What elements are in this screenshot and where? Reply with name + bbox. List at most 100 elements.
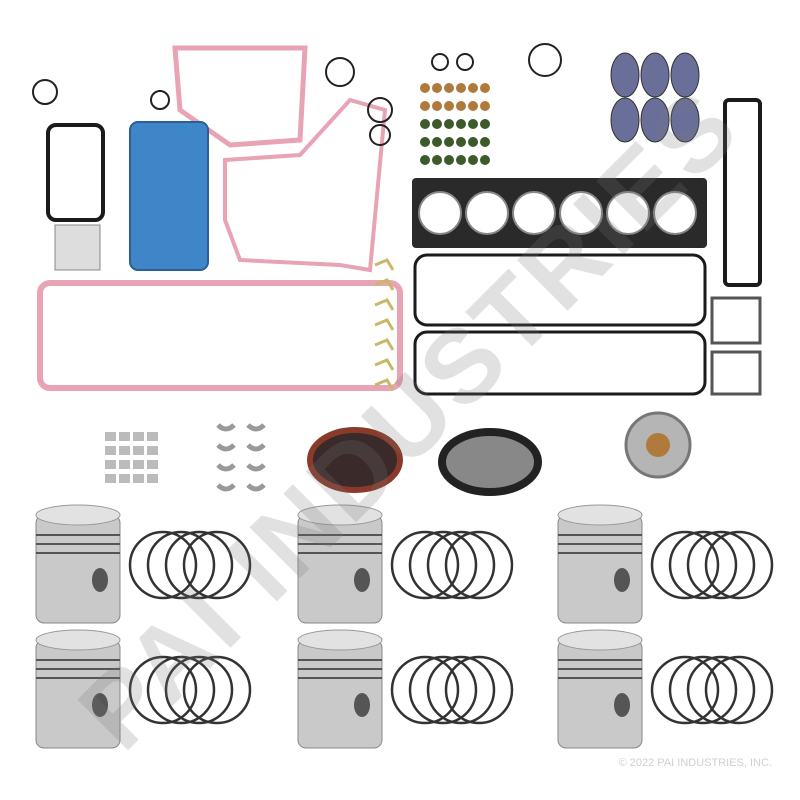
cylinder-bore xyxy=(465,191,509,235)
main-bearing xyxy=(216,443,236,452)
piston-ring xyxy=(164,530,234,600)
o-ring xyxy=(367,97,393,123)
piston-ring xyxy=(650,530,720,600)
piston-ring xyxy=(426,530,496,600)
piston-ring xyxy=(390,655,460,725)
valve-stem-seal xyxy=(444,155,454,165)
valve-stem-seal xyxy=(468,155,478,165)
cylinder-bore xyxy=(418,191,462,235)
bearing-shell xyxy=(105,474,116,483)
wrist-pin-bore xyxy=(354,568,370,592)
valve-stem-seal xyxy=(420,83,430,93)
valve-stem-seal xyxy=(480,83,490,93)
main-bearing xyxy=(216,483,236,492)
piston-crown xyxy=(35,504,121,526)
rocker-clip xyxy=(374,338,395,351)
piston-ring xyxy=(408,530,478,600)
valve-stem-seal xyxy=(444,101,454,111)
valve-stem-seal xyxy=(456,155,466,165)
thermostat-valve xyxy=(646,433,670,457)
valve-stem-seal xyxy=(480,119,490,129)
piston xyxy=(557,639,643,749)
bearing-shell xyxy=(119,460,130,469)
valve-stem-seal xyxy=(468,119,478,129)
bearing-shell xyxy=(133,460,144,469)
oil-cooler-gasket-blue xyxy=(129,121,209,271)
valve-stem-seal xyxy=(456,137,466,147)
valve-stem-seal xyxy=(480,101,490,111)
piston-ring xyxy=(668,530,738,600)
piston-ring xyxy=(668,655,738,725)
valve-stem-seal xyxy=(456,119,466,129)
o-ring xyxy=(150,90,170,110)
main-bearing xyxy=(246,483,266,492)
piston-ring xyxy=(128,530,198,600)
square-gasket-1 xyxy=(710,296,762,345)
bearing-shell xyxy=(119,432,130,441)
piston-ring xyxy=(426,655,496,725)
valve-stem-seal xyxy=(456,101,466,111)
bearing-shell xyxy=(147,474,158,483)
valve-stem-seal xyxy=(420,137,430,147)
main-bearing xyxy=(216,463,236,472)
valve-cover-gasket-2 xyxy=(413,330,707,396)
cylinder-bore xyxy=(512,191,556,235)
o-ring xyxy=(528,43,562,77)
piston xyxy=(35,514,121,624)
piston-ring xyxy=(686,530,756,600)
bearing-shell xyxy=(147,460,158,469)
oil-cooler-plate xyxy=(54,224,101,271)
rear-cover-gasket xyxy=(172,45,308,148)
main-bearing xyxy=(246,463,266,472)
piston-ring xyxy=(182,530,252,600)
exhaust-gasket xyxy=(610,97,640,143)
piston-ring xyxy=(128,655,198,725)
cylinder-bore xyxy=(559,191,603,235)
valve-stem-seal xyxy=(420,155,430,165)
o-ring xyxy=(32,79,58,105)
piston-ring xyxy=(686,655,756,725)
valve-stem-seal xyxy=(420,101,430,111)
valve-stem-seal xyxy=(456,83,466,93)
piston-crown xyxy=(557,504,643,526)
piston-ring xyxy=(444,530,514,600)
intake-gasket xyxy=(723,98,762,287)
wrist-pin-bore xyxy=(92,568,108,592)
o-ring xyxy=(431,53,449,71)
wrist-pin-bore xyxy=(92,693,108,717)
piston-ring xyxy=(182,655,252,725)
piston-crown xyxy=(297,504,383,526)
main-bearing xyxy=(216,423,236,432)
front-cover-gasket xyxy=(223,97,388,273)
rocker-clip xyxy=(374,358,395,371)
cylinder-bore xyxy=(653,191,697,235)
valve-stem-seal xyxy=(444,83,454,93)
copyright-text: © 2022 PAI INDUSTRIES, INC. xyxy=(618,757,772,769)
bearing-shell xyxy=(133,474,144,483)
bearing-shell xyxy=(147,446,158,455)
wrist-pin-bore xyxy=(614,568,630,592)
valve-stem-seal xyxy=(432,155,442,165)
valve-stem-seal xyxy=(480,137,490,147)
piston-crown xyxy=(35,629,121,651)
piston-crown xyxy=(297,629,383,651)
piston xyxy=(297,639,383,749)
valve-stem-seal xyxy=(480,155,490,165)
o-ring xyxy=(456,53,474,71)
valve-stem-seal xyxy=(432,83,442,93)
valve-stem-seal xyxy=(444,119,454,129)
square-gasket-2 xyxy=(710,350,762,396)
wrist-pin-bore xyxy=(354,693,370,717)
bearing-shell xyxy=(105,460,116,469)
o-ring xyxy=(325,57,355,87)
wrist-pin-bore xyxy=(614,693,630,717)
bearing-shell xyxy=(105,446,116,455)
bearing-shell xyxy=(119,474,130,483)
piston xyxy=(297,514,383,624)
bearing-shell xyxy=(133,432,144,441)
valve-cover-gasket-1 xyxy=(413,253,707,327)
piston-ring xyxy=(650,655,720,725)
piston-ring xyxy=(704,655,774,725)
